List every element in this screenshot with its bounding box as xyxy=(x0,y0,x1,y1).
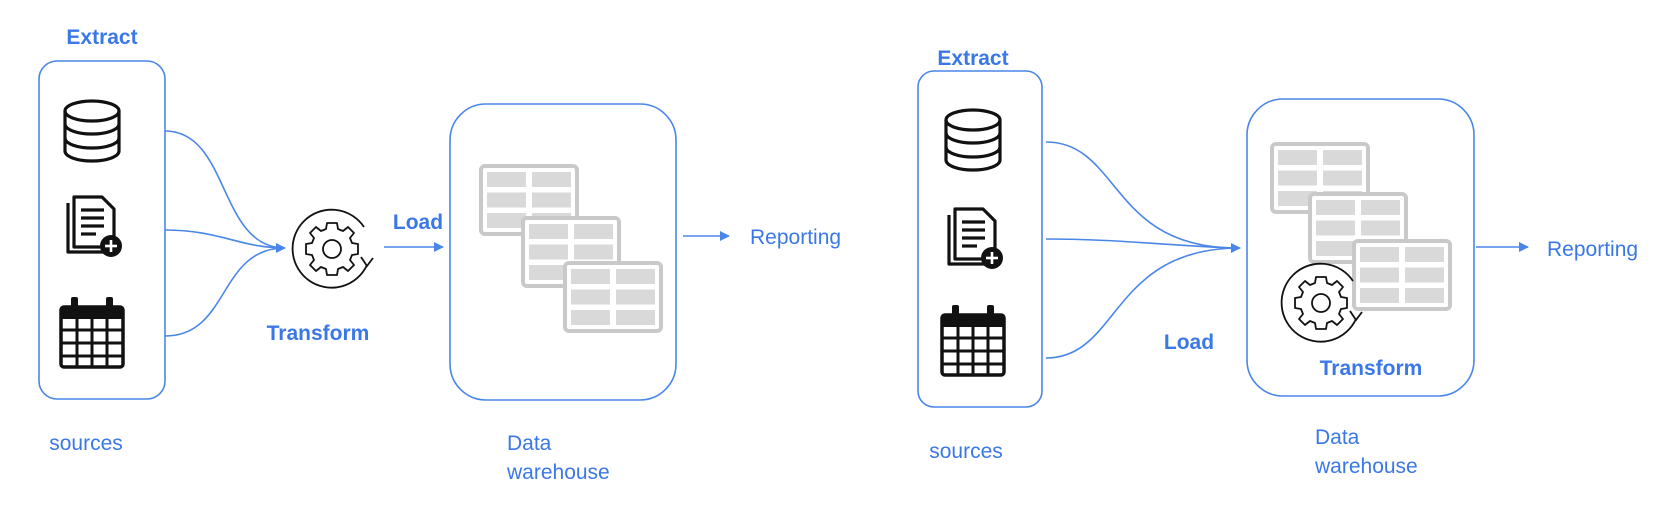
etl-diagram: Extract sources Transform Load Data ware… xyxy=(38,26,841,484)
reporting-label: Reporting xyxy=(1547,238,1638,261)
sources-box xyxy=(917,70,1043,408)
warehouse-label-line2: warehouse xyxy=(506,461,610,484)
extract-label: Extract xyxy=(66,26,137,49)
warehouse-label-line1: Data xyxy=(507,432,552,455)
flow-line-document xyxy=(164,229,286,249)
flow-line-document xyxy=(1045,238,1237,249)
transform-label: Transform xyxy=(1320,357,1423,380)
extract-label: Extract xyxy=(937,47,1008,70)
warehouse-label-line1: Data xyxy=(1315,426,1360,449)
data-warehouse-box xyxy=(1246,98,1475,397)
gear-cycle-icon xyxy=(1280,262,1363,343)
sources-label: sources xyxy=(929,440,1003,463)
warehouse-label-line2: warehouse xyxy=(1314,455,1418,478)
document-add-icon xyxy=(947,207,1005,271)
calendar-icon xyxy=(59,295,125,369)
flow-line-database xyxy=(1045,141,1237,249)
data-warehouse-box xyxy=(449,103,677,401)
transform-label: Transform xyxy=(267,322,370,345)
flow-line-database xyxy=(164,130,286,249)
calendar-icon xyxy=(940,303,1006,377)
flow-line-calendar xyxy=(1045,243,1241,359)
reporting-label: Reporting xyxy=(750,226,841,249)
sources-label: sources xyxy=(49,432,123,455)
load-label: Load xyxy=(393,211,443,234)
database-icon xyxy=(944,108,1002,172)
load-label: Load xyxy=(1164,331,1214,354)
sources-box xyxy=(38,60,166,400)
elt-diagram: Extract sources Load Transform Data ware… xyxy=(917,47,1638,478)
document-add-icon xyxy=(66,195,124,259)
table-icon xyxy=(1352,239,1452,311)
flow-line-calendar xyxy=(164,243,286,337)
database-icon xyxy=(63,99,121,163)
table-icon xyxy=(563,261,663,333)
gear-cycle-icon xyxy=(291,208,374,289)
